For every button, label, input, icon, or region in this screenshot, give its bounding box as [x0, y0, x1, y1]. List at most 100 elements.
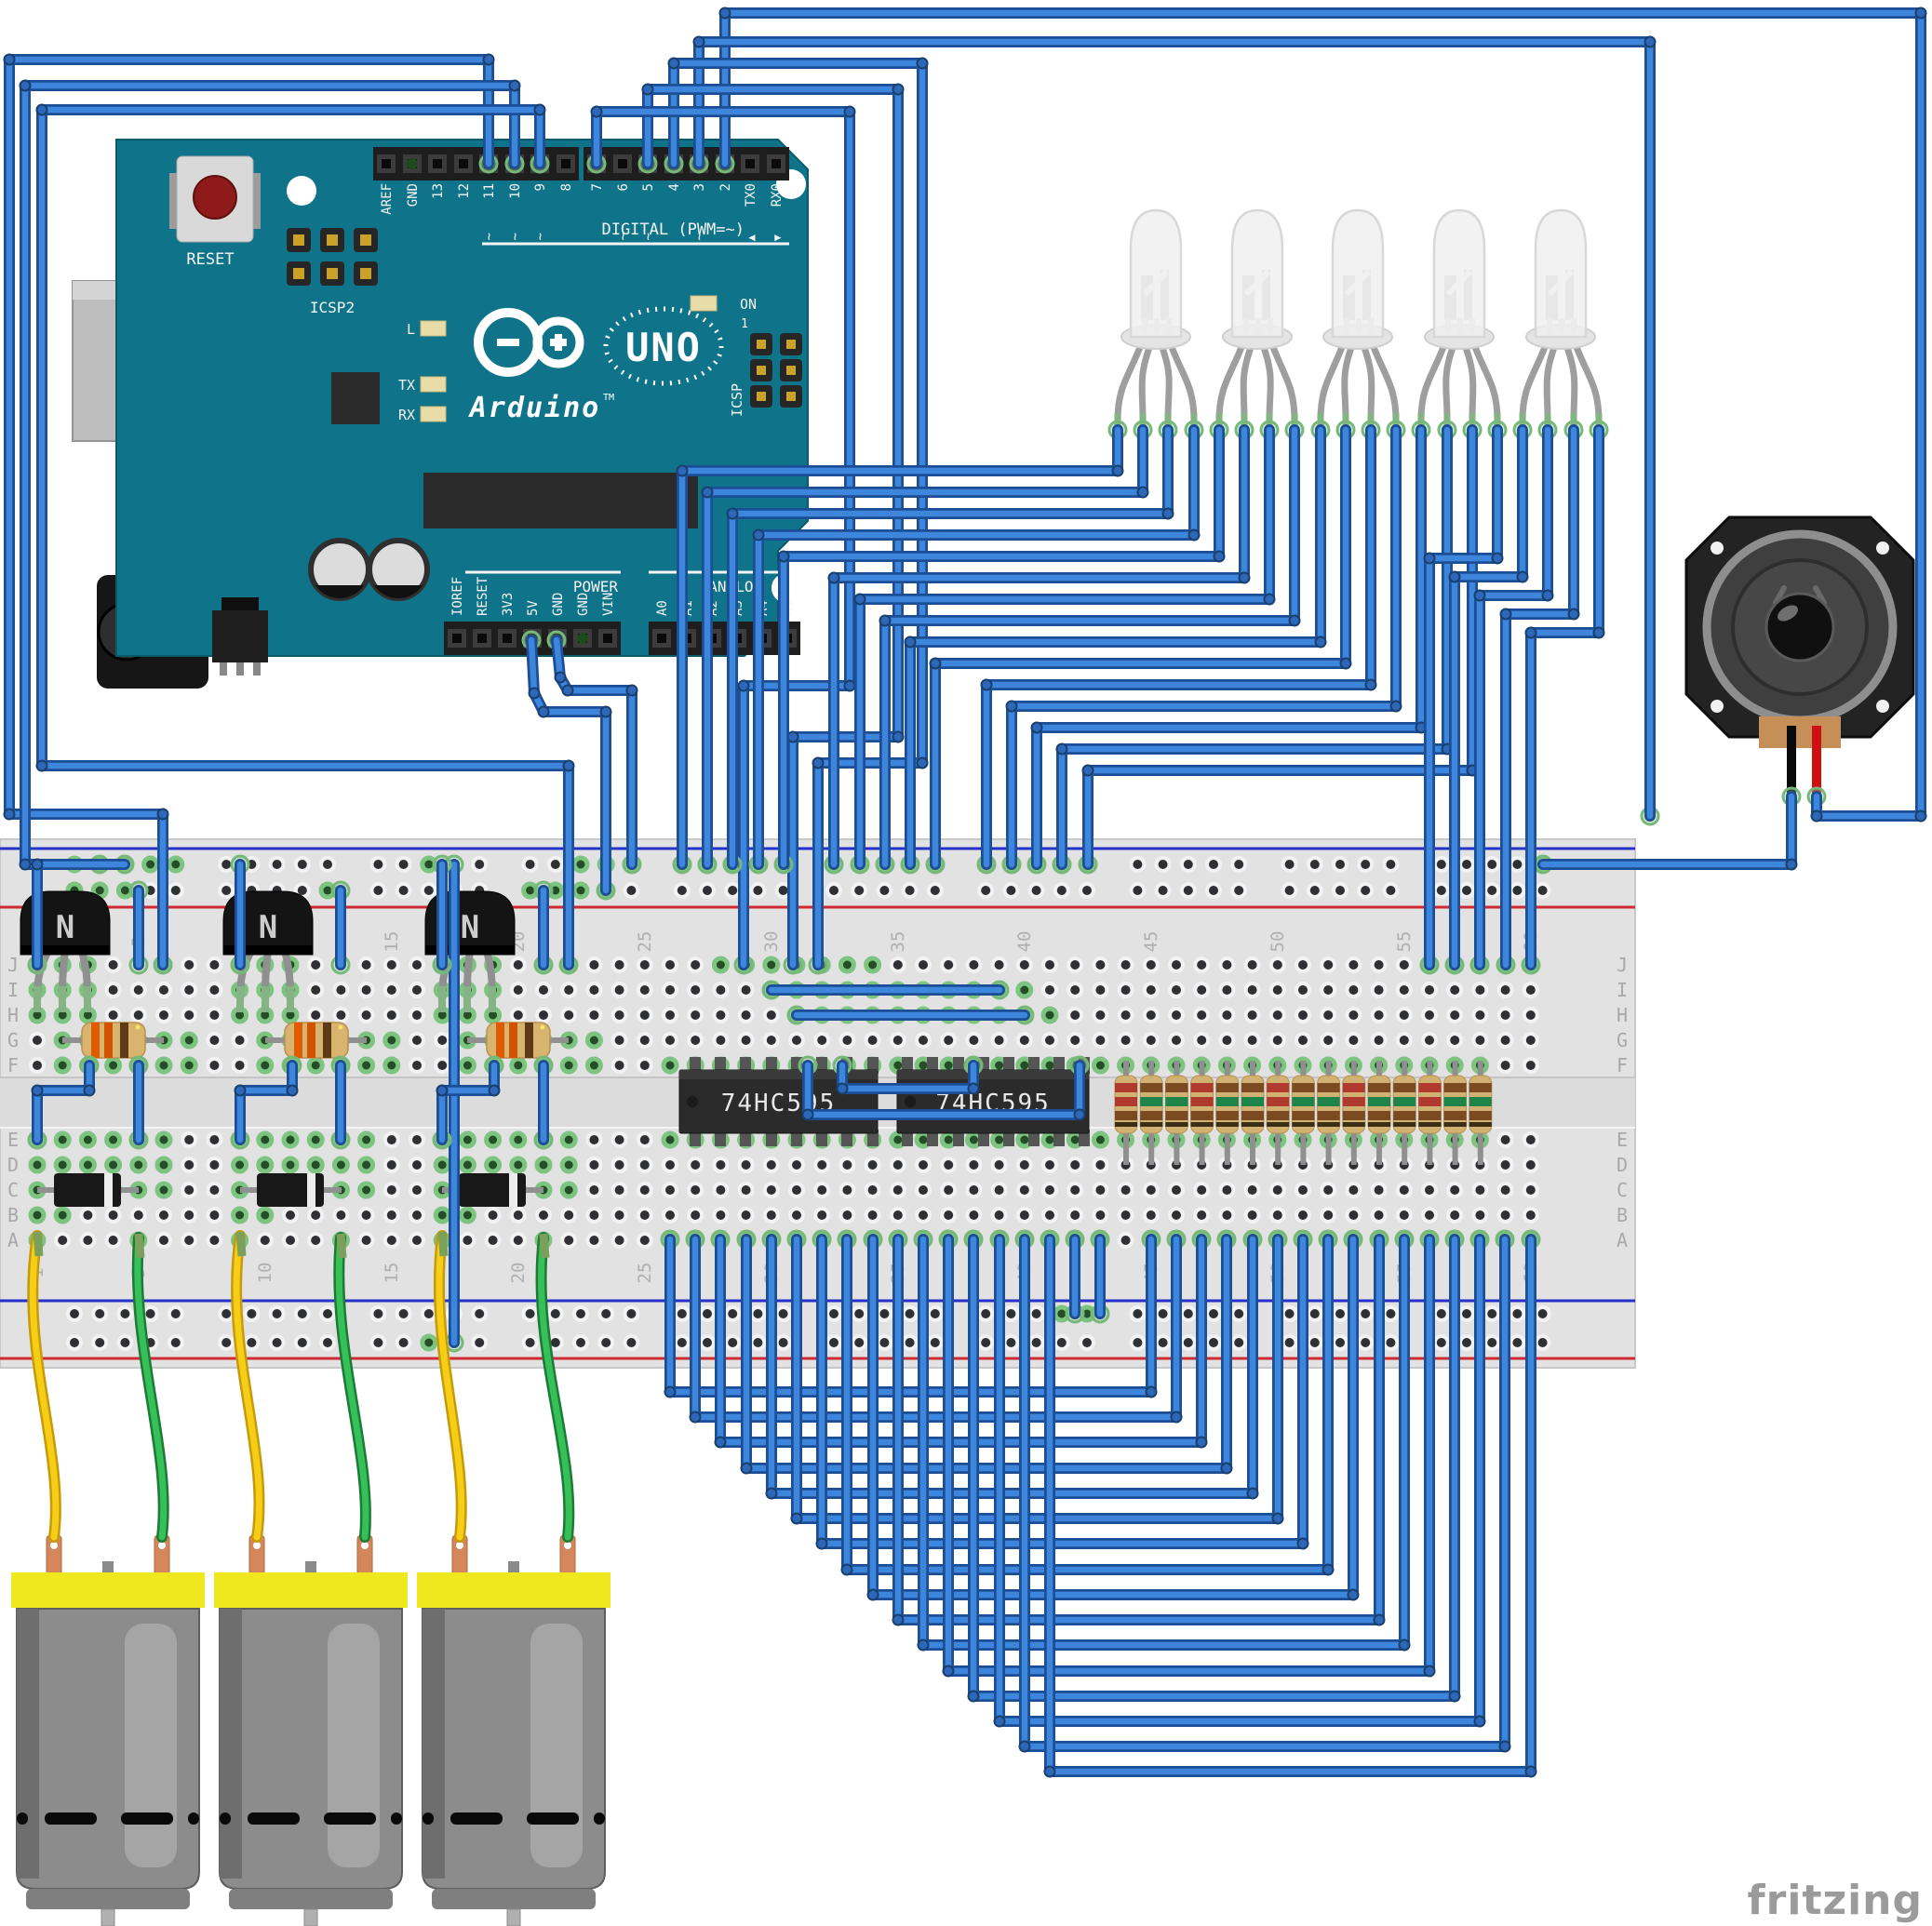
breadboard-hole[interactable] [471, 1334, 489, 1351]
breadboard-hole[interactable] [1306, 882, 1323, 899]
rgb-led[interactable] [1317, 208, 1400, 428]
breadboard-hole[interactable] [1015, 956, 1033, 973]
breadboard-hole[interactable] [1230, 1334, 1248, 1351]
wires[interactable] [3, 7, 1927, 1778]
breadboard-hole[interactable] [1471, 1007, 1489, 1023]
breadboard-hole[interactable] [687, 982, 704, 998]
breadboard-hole[interactable] [104, 1130, 123, 1149]
breadboard-hole[interactable] [471, 1305, 489, 1322]
breadboard-hole[interactable] [535, 982, 552, 998]
breadboard-hole[interactable] [1015, 1207, 1033, 1224]
breadboard-hole[interactable] [78, 1130, 97, 1149]
breadboard-hole[interactable] [584, 1031, 603, 1050]
breadboard-hole[interactable] [141, 1305, 159, 1322]
resistor[interactable] [62, 1022, 164, 1059]
breadboard-hole[interactable] [181, 1207, 198, 1224]
breadboard-hole[interactable] [839, 1157, 856, 1173]
breadboard-hole[interactable] [1117, 956, 1134, 973]
breadboard-hole[interactable] [737, 1182, 755, 1198]
breadboard-hole[interactable] [1295, 956, 1311, 973]
breadboard-hole[interactable] [623, 1305, 640, 1322]
breadboard-hole[interactable] [1370, 1207, 1388, 1224]
breadboard-hole[interactable] [293, 1334, 311, 1351]
breadboard-hole[interactable] [559, 1056, 578, 1075]
breadboard-hole[interactable] [256, 1206, 275, 1224]
breadboard-hole[interactable] [509, 956, 527, 973]
breadboard-hole[interactable] [724, 1305, 742, 1322]
breadboard-hole[interactable] [357, 1056, 376, 1075]
breadboard-hole[interactable] [673, 1334, 691, 1351]
breadboard-hole[interactable] [104, 1007, 122, 1023]
breadboard-hole[interactable] [851, 1305, 868, 1322]
breadboard-hole[interactable] [1268, 1182, 1286, 1198]
breadboard-hole[interactable] [54, 1232, 72, 1249]
breadboard-hole[interactable] [1002, 882, 1020, 899]
breadboard-hole[interactable] [1345, 1007, 1362, 1023]
breadboard-hole[interactable] [180, 1031, 198, 1050]
breadboard-hole[interactable] [889, 1182, 906, 1198]
breadboard-hole[interactable] [1306, 1334, 1323, 1351]
breadboard-hole[interactable] [1509, 882, 1526, 899]
breadboard-hole[interactable] [1179, 882, 1197, 899]
breadboard-hole[interactable] [965, 956, 983, 973]
breadboard-hole[interactable] [1332, 1305, 1348, 1322]
breadboard-hole[interactable] [91, 1305, 109, 1322]
rgb-led[interactable] [1417, 208, 1501, 428]
breadboard-hole[interactable] [357, 1207, 375, 1224]
speaker[interactable] [1684, 515, 1915, 796]
breadboard-hole[interactable] [319, 856, 336, 873]
breadboard-hole[interactable] [218, 1305, 235, 1322]
breadboard-hole[interactable] [1117, 1007, 1134, 1023]
breadboard-hole[interactable] [571, 855, 590, 874]
breadboard-hole[interactable] [687, 1032, 704, 1049]
breadboard-hole[interactable] [434, 1057, 451, 1074]
breadboard-hole[interactable] [206, 956, 223, 973]
breadboard-hole[interactable] [762, 1182, 780, 1198]
breadboard-hole[interactable] [1357, 1305, 1375, 1322]
breadboard-hole[interactable] [990, 1157, 1008, 1173]
breadboard-hole[interactable] [1370, 1032, 1388, 1049]
breadboard-hole[interactable] [29, 1057, 46, 1074]
breadboard-hole[interactable] [1154, 856, 1172, 873]
breadboard-hole[interactable] [1345, 956, 1362, 973]
breadboard-hole[interactable] [1218, 1207, 1236, 1224]
breadboard-hole[interactable] [1027, 1334, 1045, 1351]
breadboard-hole[interactable] [154, 1056, 173, 1075]
breadboard-hole[interactable] [53, 1206, 72, 1224]
breadboard-hole[interactable] [1281, 882, 1298, 899]
breadboard-hole[interactable] [712, 1182, 730, 1198]
breadboard-hole[interactable] [206, 982, 223, 998]
breadboard-hole[interactable] [585, 1182, 603, 1198]
breadboard-hole[interactable] [990, 1182, 1008, 1198]
breadboard-hole[interactable] [1218, 1182, 1236, 1198]
breadboard-hole[interactable] [572, 1334, 589, 1351]
breadboard-hole[interactable] [306, 1056, 325, 1075]
breadboard-hole[interactable] [1320, 982, 1337, 998]
breadboard-hole[interactable] [1193, 982, 1211, 998]
breadboard-hole[interactable] [1015, 1157, 1033, 1173]
breadboard-hole[interactable] [1496, 1007, 1514, 1023]
breadboard-hole[interactable] [889, 956, 906, 973]
breadboard-hole[interactable] [332, 982, 350, 998]
breadboard-hole[interactable] [458, 1056, 476, 1075]
breadboard-hole[interactable] [395, 856, 412, 873]
breadboard-hole[interactable] [851, 1334, 868, 1351]
breadboard-hole[interactable] [737, 982, 755, 998]
breadboard-hole[interactable] [1205, 856, 1222, 873]
rgb-led[interactable] [1519, 208, 1603, 428]
breadboard-hole[interactable] [965, 1032, 983, 1049]
breadboard-hole[interactable] [1509, 1334, 1526, 1351]
breadboard-hole[interactable] [572, 1305, 589, 1322]
diode[interactable] [37, 1173, 139, 1207]
breadboard-hole[interactable] [1295, 982, 1311, 998]
breadboard-hole[interactable] [1332, 882, 1348, 899]
breadboard-hole[interactable] [420, 1333, 438, 1352]
breadboard-hole[interactable] [636, 1057, 653, 1074]
breadboard-hole[interactable] [1281, 856, 1298, 873]
breadboard-hole[interactable] [1230, 882, 1248, 899]
breadboard-hole[interactable] [1446, 1207, 1464, 1224]
breadboard-hole[interactable] [585, 1131, 603, 1148]
breadboard-hole[interactable] [662, 1157, 678, 1173]
breadboard-hole[interactable] [332, 1207, 350, 1224]
breadboard-hole[interactable] [1370, 982, 1388, 998]
